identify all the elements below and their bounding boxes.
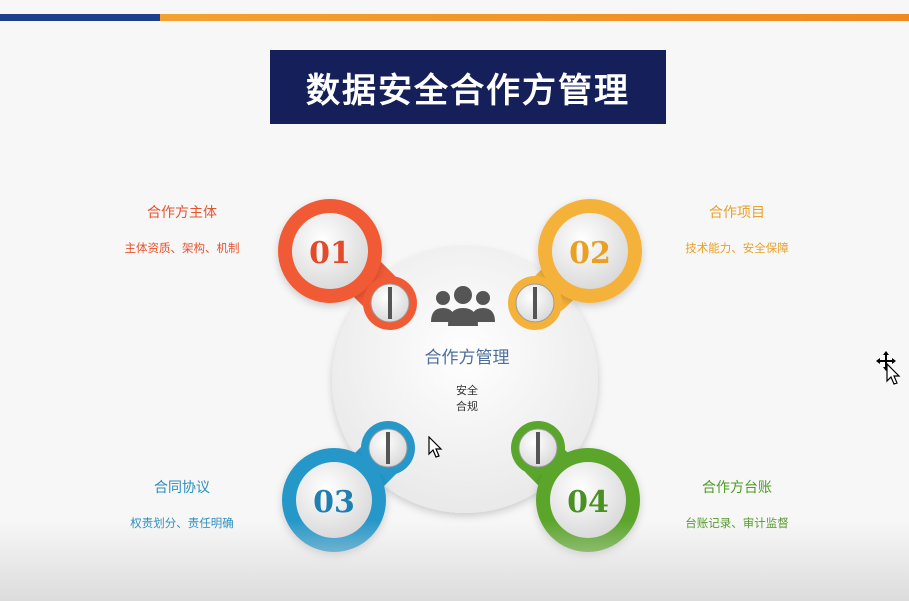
label-04-heading: 合作方台账 xyxy=(702,480,772,496)
label-01-heading: 合作方主体 xyxy=(147,205,217,221)
node-01 xyxy=(278,199,417,330)
top-bar-blue-segment xyxy=(0,14,160,21)
bottom-shadow xyxy=(0,520,909,601)
center-line-2: 合规 xyxy=(456,400,478,413)
group-people-icon xyxy=(431,286,495,326)
label-02-heading: 合作项目 xyxy=(709,205,765,221)
move-cursor-icon xyxy=(876,351,901,385)
label-03-heading: 合同协议 xyxy=(154,480,210,496)
node-04-number: 04 xyxy=(567,485,609,520)
center-title: 合作方管理 xyxy=(424,348,510,368)
center-line-1: 安全 xyxy=(456,384,478,397)
node-03-number: 03 xyxy=(313,485,355,520)
label-01: 合作方主体 主体资质、架构、机制 xyxy=(97,202,267,256)
top-accent-bar xyxy=(0,14,909,21)
label-01-detail: 主体资质、架构、机制 xyxy=(124,241,240,255)
center-subtitle: 安全 合规 xyxy=(427,383,507,415)
node-01-number: 01 xyxy=(309,236,351,271)
node-02 xyxy=(508,199,642,330)
node-02-number: 02 xyxy=(569,236,611,271)
label-02-detail: 技术能力、安全保障 xyxy=(685,241,789,255)
top-bar-orange-segment xyxy=(160,14,909,21)
label-02: 合作项目 技术能力、安全保障 xyxy=(652,202,822,256)
mouse-pointer-icon xyxy=(428,436,443,458)
page-title: 数据安全合作方管理 xyxy=(270,50,666,124)
